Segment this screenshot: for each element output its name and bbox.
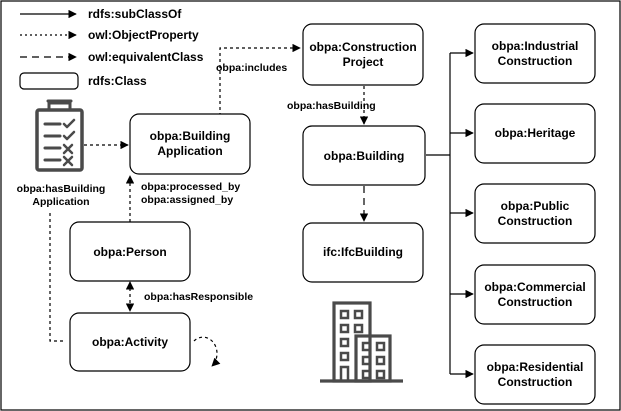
legend-equivalent-class-label: owl:equivalentClass: [88, 50, 204, 64]
node-heritage[interactable]: obpa:Heritage: [474, 103, 596, 164]
clipboard-label-line1: obpa:hasBuilding: [17, 183, 106, 195]
node-construction-project[interactable]: obpa:Construction Project: [302, 23, 424, 86]
label-has-building: obpa:hasBuilding: [287, 100, 376, 112]
legend-class-box: [19, 72, 79, 90]
edge-clipboard-activity: [49, 213, 66, 342]
node-building-line1: obpa:Building: [324, 149, 405, 163]
edge-includes: [219, 43, 301, 116]
legend: rdfs:subClassOf owl:ObjectProperty owl:e…: [19, 7, 204, 90]
node-commercial-line2: Construction: [498, 295, 573, 309]
node-public-line1: obpa:Public: [501, 199, 570, 213]
node-ifc-building[interactable]: ifc:IfcBuilding: [302, 222, 424, 283]
node-construction-project-line2: Project: [343, 55, 384, 69]
nodes: obpa:Building Application obpa:Construct…: [69, 23, 596, 405]
node-activity-line1: obpa:Activity: [92, 335, 168, 349]
label-processed-by: obpa:processed_by: [141, 181, 240, 193]
node-ifc-building-line1: ifc:IfcBuilding: [323, 245, 403, 259]
edge-labels: obpa:includes obpa:hasBuilding obpa:proc…: [141, 62, 376, 303]
node-residential-line2: Construction: [498, 375, 573, 389]
label-assigned-by: obpa:assigned_by: [141, 194, 233, 206]
node-public-line2: Construction: [498, 214, 573, 228]
node-industrial-line2: Construction: [498, 54, 573, 68]
label-includes: obpa:includes: [216, 62, 287, 74]
node-activity[interactable]: obpa:Activity: [69, 312, 191, 372]
node-industrial-line1: obpa:Industrial: [492, 39, 579, 53]
node-building[interactable]: obpa:Building: [302, 125, 426, 186]
edges: [49, 43, 474, 379]
node-residential-line1: obpa:Residential: [487, 360, 584, 374]
node-building-application-line2: Application: [157, 144, 222, 158]
legend-object-property-label: owl:ObjectProperty: [88, 28, 199, 42]
node-commercial-line1: obpa:Commercial: [484, 280, 585, 294]
node-building-application-line1: obpa:Building: [150, 129, 231, 143]
node-heritage-line1: obpa:Heritage: [495, 126, 576, 140]
node-industrial-construction[interactable]: obpa:Industrial Construction: [474, 23, 596, 84]
edge-activity-self-loop: [193, 336, 221, 367]
node-commercial-construction[interactable]: obpa:Commercial Construction: [474, 264, 596, 325]
node-public-construction[interactable]: obpa:Public Construction: [474, 183, 596, 244]
legend-subclass-label: rdfs:subClassOf: [88, 7, 182, 21]
node-construction-project-line1: obpa:Construction: [309, 40, 416, 54]
office-buildings-icon: [320, 301, 403, 383]
label-has-responsible: obpa:hasResponsible: [144, 291, 253, 303]
node-residential-construction[interactable]: obpa:Residential Construction: [474, 344, 596, 405]
node-building-application[interactable]: obpa:Building Application: [129, 113, 251, 175]
node-person[interactable]: obpa:Person: [69, 221, 191, 282]
clipboard-checklist-icon: [35, 99, 84, 172]
legend-class-label: rdfs:Class: [88, 74, 147, 88]
node-person-line1: obpa:Person: [93, 245, 166, 259]
clipboard-label-line2: Application: [32, 196, 89, 208]
